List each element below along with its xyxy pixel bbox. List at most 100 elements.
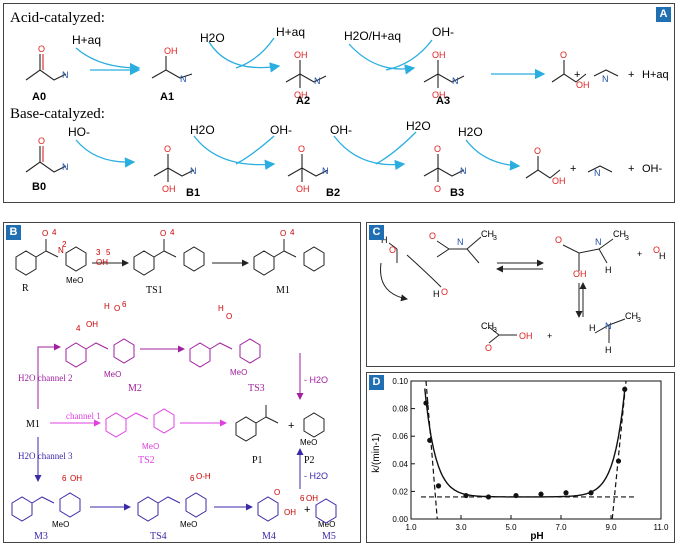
- p2-meo: MeO: [300, 438, 317, 447]
- svg-text:4: 4: [76, 324, 81, 333]
- label-m5: M5: [322, 531, 336, 542]
- data-points: [423, 386, 628, 500]
- svg-text:4: 4: [170, 228, 175, 237]
- data-point: [435, 483, 442, 489]
- svg-text:3: 3: [493, 235, 497, 242]
- svg-text:O: O: [560, 50, 567, 60]
- acid-arrows: [75, 37, 546, 80]
- acid-plus-1: +: [574, 69, 580, 81]
- acid-reagent-5: OH-: [432, 25, 454, 39]
- svg-text:OH: OH: [576, 80, 590, 90]
- y-tick-label: 0.04: [392, 460, 408, 469]
- svg-text:O-H: O-H: [196, 472, 211, 481]
- svg-text:N: N: [58, 246, 64, 255]
- data-point: [463, 492, 469, 499]
- svg-text:O: O: [38, 44, 45, 54]
- svg-text:3: 3: [637, 317, 641, 324]
- label-a0: A0: [32, 91, 46, 103]
- data-point: [427, 437, 433, 443]
- data-point: [622, 386, 628, 392]
- svg-text:N: N: [460, 166, 467, 176]
- label-r: R: [22, 283, 29, 294]
- svg-text:O: O: [434, 184, 441, 194]
- base-arrows: [75, 131, 521, 171]
- base-reagent-5: H2O: [406, 119, 431, 133]
- svg-text:OH: OH: [552, 176, 566, 186]
- svg-text:O: O: [441, 287, 448, 297]
- svg-text:O: O: [534, 146, 541, 156]
- y-tick-label: 0.06: [392, 432, 408, 441]
- svg-text:OH: OH: [162, 184, 176, 194]
- label-a3: A3: [436, 95, 450, 107]
- panel-d-badge: D: [369, 375, 384, 390]
- svg-text:OH: OH: [86, 320, 98, 329]
- y-tick-label: 0.10: [392, 377, 408, 386]
- svg-text:O: O: [429, 231, 436, 241]
- base-plus-2: +: [628, 163, 634, 175]
- svg-text:6: 6: [62, 474, 67, 483]
- panel-a-badge: A: [656, 7, 671, 22]
- label-m1-center: M1: [26, 419, 40, 430]
- data-point: [423, 400, 429, 406]
- svg-text:N: N: [605, 321, 612, 331]
- svg-text:H: H: [433, 289, 440, 299]
- label-a1: A1: [160, 91, 174, 103]
- panel-c-badge: C: [369, 225, 384, 240]
- svg-text:5: 5: [106, 248, 111, 257]
- svg-text:H: H: [104, 302, 110, 311]
- acid-heading: Acid-catalyzed:: [10, 10, 105, 26]
- svg-text:O: O: [485, 343, 492, 353]
- base-reagent-2: H2O: [190, 123, 215, 137]
- acid-asymptote: [425, 380, 438, 520]
- label-a2: A2: [296, 95, 310, 107]
- svg-text:OH: OH: [432, 50, 446, 60]
- base-reagent-6: H2O: [458, 125, 483, 139]
- m4-plus: +: [304, 504, 310, 516]
- label-ts4: TS4: [150, 531, 167, 542]
- svg-text:3: 3: [96, 248, 101, 257]
- x-tick-label: 5.0: [505, 523, 517, 532]
- acid-proton: H+aq: [642, 69, 669, 81]
- label-ts2: TS2: [138, 455, 155, 466]
- svg-text:3: 3: [625, 235, 629, 242]
- label-ts3: TS3: [248, 383, 265, 394]
- m5-ring: [315, 498, 337, 524]
- panel-a: A Acid-catalyzed: Base-catalyzed: H+aq: [3, 3, 675, 203]
- row2-structures: [37, 338, 304, 409]
- svg-text:N: N: [190, 166, 197, 176]
- label-m3: M3: [34, 531, 48, 542]
- data-point: [563, 490, 569, 496]
- x-tick-label: 7.0: [555, 523, 567, 532]
- svg-text:O: O: [389, 245, 396, 255]
- ts3-meo: MeO: [230, 368, 247, 377]
- svg-text:OH: OH: [573, 269, 587, 279]
- svg-text:6: 6: [190, 474, 195, 483]
- base-hydroxide: OH-: [642, 163, 663, 175]
- label-b3: B3: [450, 187, 464, 199]
- x-tick-label: 9.0: [605, 523, 617, 532]
- svg-text:O: O: [274, 488, 280, 497]
- base-plus-1: +: [570, 163, 576, 175]
- svg-text:+: +: [637, 249, 642, 259]
- svg-text:OH: OH: [432, 90, 446, 100]
- svg-text:OH: OH: [296, 184, 310, 194]
- svg-text:N: N: [594, 168, 601, 178]
- row1-meo: MeO: [66, 276, 83, 285]
- svg-text:O: O: [42, 229, 48, 238]
- product-structures: [235, 405, 325, 442]
- svg-text:OH: OH: [70, 474, 82, 483]
- svg-text:N: N: [62, 162, 69, 172]
- data-point: [615, 458, 622, 464]
- svg-text:4: 4: [52, 228, 57, 237]
- acid-structures: [25, 54, 619, 88]
- svg-text:+: +: [547, 331, 552, 341]
